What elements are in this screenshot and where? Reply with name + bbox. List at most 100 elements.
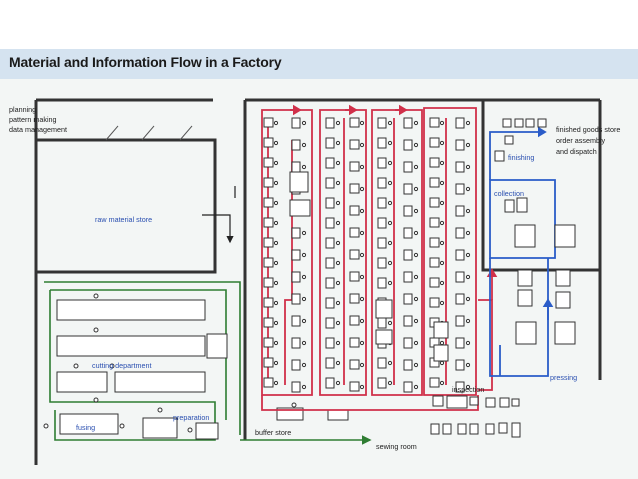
operator-seat — [301, 274, 307, 280]
sewing-machine — [291, 315, 301, 327]
title-band — [0, 49, 638, 79]
label-cutting-department: cutting department — [92, 361, 152, 370]
work-table — [289, 199, 311, 217]
operator-seat — [465, 362, 471, 368]
operator-seat — [273, 180, 279, 186]
cutting-machine — [206, 333, 228, 359]
sewing-machine — [325, 277, 335, 289]
raw-material-arrows — [202, 186, 236, 244]
sewing-machine — [429, 197, 440, 208]
operator-seat — [359, 142, 365, 148]
operator-seat — [335, 220, 341, 226]
operator-seat — [387, 260, 393, 266]
sewing-machine — [455, 139, 465, 151]
operator-seat — [273, 260, 279, 266]
sewing-machine — [403, 227, 413, 239]
operator-seat — [465, 164, 471, 170]
sewing-machine — [263, 317, 274, 328]
sewing-machine — [263, 337, 274, 348]
sewing-to-inspection — [478, 299, 493, 391]
operator-seats — [43, 293, 297, 433]
operator-seat — [359, 384, 365, 390]
label-finishing: finishing — [508, 153, 534, 162]
operator-seat — [335, 120, 341, 126]
sewing-machine — [349, 227, 360, 238]
label-collection: collection — [494, 189, 524, 198]
operator-seat — [387, 220, 393, 226]
operator-seat — [273, 200, 279, 206]
operator-seat — [359, 230, 365, 236]
sewing-machine — [429, 217, 440, 228]
operator-seat — [335, 180, 341, 186]
operator-seat — [335, 140, 341, 146]
finishing-collection — [489, 179, 556, 259]
sewing-machine — [455, 161, 465, 173]
operator-seat — [465, 208, 471, 214]
sewing-machine — [325, 317, 335, 329]
sewing-machine — [325, 237, 335, 249]
operator-seat — [439, 160, 445, 166]
inspection-tables — [430, 395, 521, 438]
sewing-machine — [377, 277, 387, 289]
operator-seat — [413, 318, 419, 324]
label-raw-material-store: raw material store — [95, 215, 152, 224]
operator-seat — [465, 340, 471, 346]
sewing-machine — [429, 117, 440, 128]
cutting-table-2 — [56, 335, 206, 357]
label-preparation: preparation — [173, 413, 209, 422]
operator-seat — [301, 362, 307, 368]
operator-seat — [439, 360, 445, 366]
operator-seat — [387, 380, 393, 386]
operator-seat — [335, 280, 341, 286]
operator-seat — [413, 120, 419, 126]
sewing-machine — [325, 137, 335, 149]
sewing-machine — [325, 357, 335, 369]
sewing-machine — [263, 237, 274, 248]
sewing-machine — [263, 277, 274, 288]
sewing-machine — [291, 271, 301, 283]
operator-seat — [301, 340, 307, 346]
sewing-machine — [455, 205, 465, 217]
sewing-machine — [455, 227, 465, 239]
sewing-loop-4 — [423, 107, 477, 396]
label-finished-goods-store: finished goods store — [556, 125, 620, 134]
operator-seat — [273, 300, 279, 306]
operator-seat — [387, 200, 393, 206]
operator-seat — [273, 380, 279, 386]
sewing-machine — [349, 381, 360, 392]
sewing-machine — [263, 157, 274, 168]
operator-seat — [439, 140, 445, 146]
sewing-machine — [263, 297, 274, 308]
operator-seat — [359, 340, 365, 346]
operator-seat — [439, 240, 445, 246]
sewing-machine — [263, 137, 274, 148]
finishing-loop-top — [489, 126, 547, 180]
sewing-machine — [325, 217, 335, 229]
sewing-machine — [429, 377, 440, 388]
sewing-machine — [291, 139, 301, 151]
sewing-machine — [377, 197, 387, 209]
sewing-machine — [455, 337, 465, 349]
operator-seat — [413, 208, 419, 214]
inner-wall-office — [36, 138, 217, 274]
operator-seat — [413, 186, 419, 192]
operator-seat — [359, 120, 365, 126]
sewing-machine — [263, 197, 274, 208]
sewing-machine — [403, 271, 413, 283]
sewing-machine — [291, 161, 301, 173]
operator-seat — [413, 274, 419, 280]
sewing-machine — [429, 237, 440, 248]
operator-seat — [439, 220, 445, 226]
operator-seat — [359, 296, 365, 302]
sewing-machine — [325, 337, 335, 349]
sewing-machine — [325, 257, 335, 269]
sewing-machine — [429, 177, 440, 188]
work-table — [375, 299, 393, 319]
sewing-machine — [325, 377, 335, 389]
label-planning: planning — [9, 105, 36, 114]
sewing-machine — [429, 137, 440, 148]
sewing-machine — [455, 381, 465, 393]
label-pressing: pressing — [550, 373, 577, 382]
